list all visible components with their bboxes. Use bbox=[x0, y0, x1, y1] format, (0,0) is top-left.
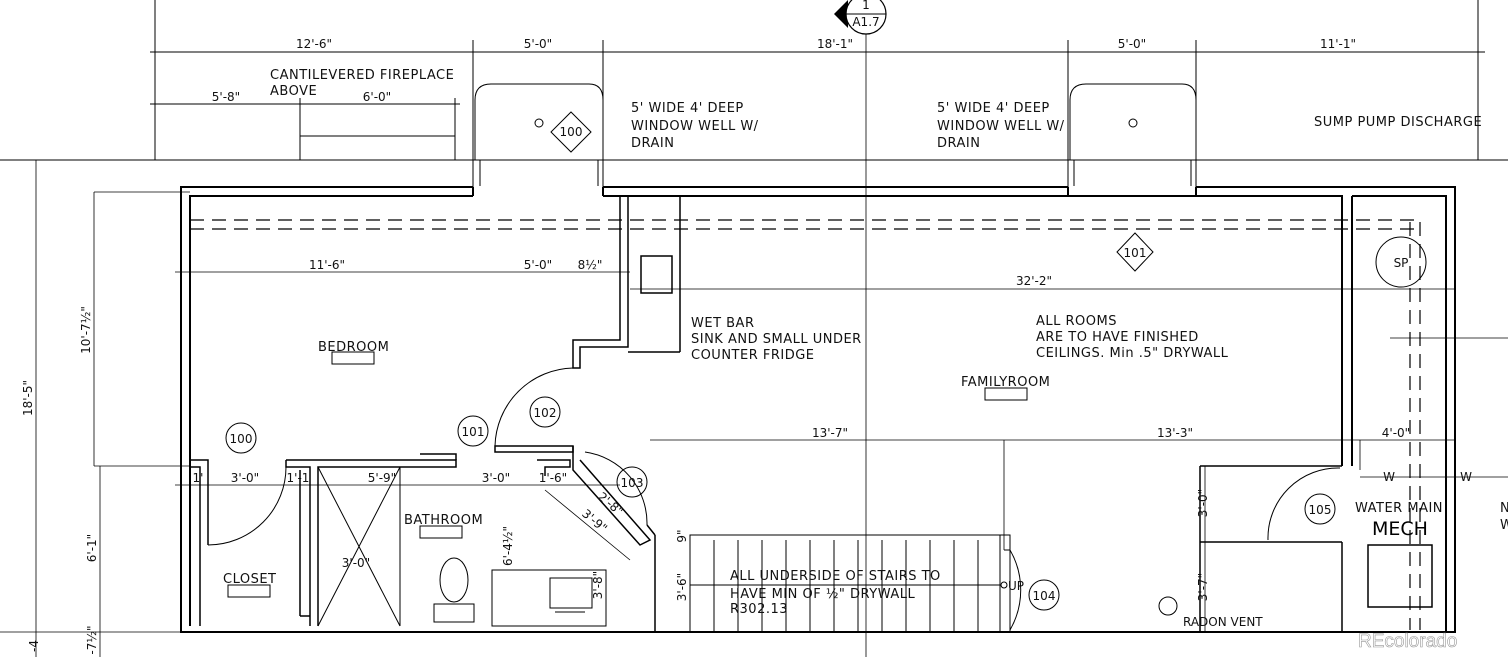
note-stairs-2: HAVE MIN OF ½" DRYWALL bbox=[730, 587, 915, 602]
dim-a1: 11'-6" bbox=[309, 258, 345, 272]
door-tag-circle bbox=[529, 396, 561, 428]
note-fireplace-1: CANTILEVERED FIREPLACE bbox=[270, 68, 454, 83]
window-tag-diamond bbox=[1116, 232, 1154, 272]
section-sheet: A1.7 bbox=[852, 15, 879, 29]
dim-b3: 4'-0" bbox=[1382, 426, 1410, 440]
dim-c2: 3'-0" bbox=[231, 471, 259, 485]
tag-100b: 100 bbox=[230, 432, 253, 446]
note-ww1-2: WINDOW WELL W/ bbox=[631, 119, 759, 134]
note-stairs-1: ALL UNDERSIDE OF STAIRS TO bbox=[730, 569, 941, 584]
tag-105: 105 bbox=[1309, 503, 1332, 517]
dim-c7: 2'-8" bbox=[595, 489, 626, 518]
note-wetbar-2: SINK AND SMALL UNDER bbox=[691, 332, 862, 347]
dim-top-4: 5'-0" bbox=[1118, 37, 1146, 51]
dim-a2: 5'-0" bbox=[524, 258, 552, 272]
note-ww2-3: DRAIN bbox=[937, 136, 980, 151]
room-mech: MECH bbox=[1372, 518, 1428, 540]
door-tag-circle bbox=[457, 415, 489, 447]
dim-b1: 13'-7" bbox=[812, 426, 848, 440]
door-tag-circle bbox=[616, 466, 648, 498]
tag-103: 103 bbox=[621, 476, 644, 490]
dim-a4: 32'-2" bbox=[1016, 274, 1052, 288]
section-marker bbox=[834, 0, 887, 35]
dim-top-1: 12'-6" bbox=[296, 37, 332, 51]
tag-100a: 100 bbox=[560, 125, 583, 139]
dim-c15: 3'-7" bbox=[1196, 573, 1210, 601]
note-ww2-2: WINDOW WELL W/ bbox=[937, 119, 1065, 134]
note-fireplace-2: ABOVE bbox=[270, 84, 317, 99]
edge-text-1: N bbox=[1500, 501, 1508, 516]
radon-vent-circle bbox=[1158, 596, 1178, 616]
room-bathroom: BATHROOM bbox=[404, 513, 483, 528]
dim-top-2: 5'-0" bbox=[524, 37, 552, 51]
note-ww2-1: 5' WIDE 4' DEEP bbox=[937, 101, 1050, 116]
dim-c11: 3'-8" bbox=[591, 571, 605, 599]
tag-102: 102 bbox=[534, 406, 557, 420]
note-wetbar-1: WET BAR bbox=[691, 316, 755, 331]
note-stairs-3: R302.13 bbox=[730, 602, 788, 617]
dim-c14: 3'-0" bbox=[1196, 489, 1210, 517]
dim-left-4: -7½" bbox=[85, 625, 99, 654]
tag-104: 104 bbox=[1033, 589, 1056, 603]
tag-sp: SP bbox=[1394, 256, 1409, 270]
dim-c12: 9" bbox=[675, 529, 689, 542]
tag-101b: 101 bbox=[462, 425, 485, 439]
dim-c5: 3'-0" bbox=[482, 471, 510, 485]
sump-pit-circle bbox=[1375, 236, 1427, 288]
dim-left-3: 6'-1" bbox=[85, 534, 99, 562]
dim-c10: 6'-4½" bbox=[501, 526, 515, 566]
dim-c1: 1' bbox=[193, 471, 204, 485]
room-closet: CLOSET bbox=[223, 572, 277, 587]
dim-top-5: 11'-1" bbox=[1320, 37, 1356, 51]
dim-left-1: 18'-5" bbox=[21, 380, 35, 416]
section-number: 1 bbox=[862, 0, 870, 12]
note-ww1-3: DRAIN bbox=[631, 136, 674, 151]
edge-text-2: W bbox=[1500, 518, 1508, 533]
water-line-w2: W bbox=[1460, 470, 1472, 484]
room-bedroom: BEDROOM bbox=[318, 340, 389, 355]
watermark: REcolorado bbox=[1358, 631, 1457, 652]
note-ceiling-2: ARE TO HAVE FINISHED bbox=[1036, 330, 1199, 345]
door-tag-circle bbox=[1304, 493, 1336, 525]
dim-left-2: 10'-7½" bbox=[79, 306, 93, 354]
note-wetbar-3: COUNTER FRIDGE bbox=[691, 348, 815, 363]
dim-upper-1: 5'-8" bbox=[212, 90, 240, 104]
note-ww1-1: 5' WIDE 4' DEEP bbox=[631, 101, 744, 116]
note-sump: SUMP PUMP DISCHARGE bbox=[1314, 115, 1482, 130]
dim-c13: 3'-6" bbox=[675, 573, 689, 601]
dim-top-3: 18'-1" bbox=[817, 37, 853, 51]
dim-c4: 5'-9" bbox=[368, 471, 396, 485]
note-radon: RADON VENT bbox=[1183, 615, 1263, 629]
note-up: UP bbox=[1008, 579, 1024, 593]
water-line-w1: W bbox=[1383, 470, 1395, 484]
dim-c3: 1'-1 bbox=[287, 471, 310, 485]
dim-left-5: -4 bbox=[27, 640, 41, 652]
door-tag-circle bbox=[225, 422, 257, 454]
dim-b2: 13'-3" bbox=[1157, 426, 1193, 440]
dim-upper-2: 6'-0" bbox=[363, 90, 391, 104]
tag-101a: 101 bbox=[1124, 246, 1147, 260]
dim-c9: 3'-0" bbox=[342, 556, 370, 570]
note-ceiling-3: CEILINGS. Min .5" DRYWALL bbox=[1036, 346, 1229, 361]
note-ceiling-1: ALL ROOMS bbox=[1036, 314, 1117, 329]
room-family: FAMILYROOM bbox=[961, 375, 1050, 390]
dim-a3: 8½" bbox=[578, 258, 603, 272]
door-tag-circle bbox=[1028, 579, 1060, 611]
note-water-main: WATER MAIN bbox=[1355, 501, 1443, 516]
window-tag-diamond bbox=[550, 111, 592, 153]
dim-c6: 1'-6" bbox=[539, 471, 567, 485]
